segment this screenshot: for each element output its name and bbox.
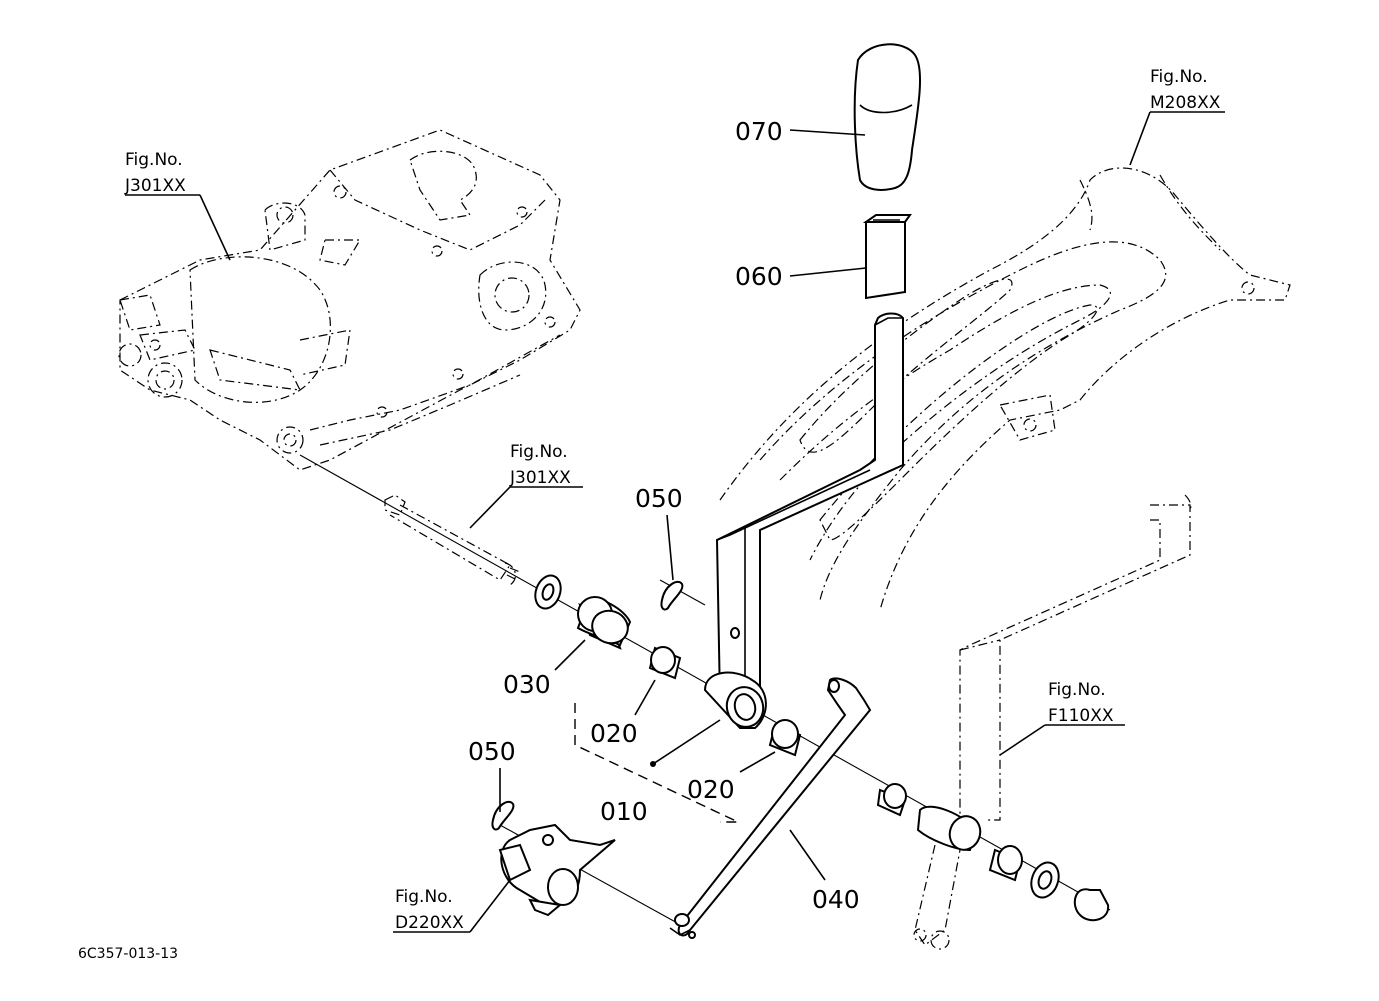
label-part-050-upper: 050	[635, 484, 683, 513]
fig-ref-2-code: J301XX	[509, 468, 571, 488]
frame-bracket	[959, 494, 1192, 821]
fender	[719, 167, 1291, 611]
label-part-040: 040	[812, 885, 860, 914]
part-040-rod	[669, 677, 872, 939]
washer	[534, 574, 562, 610]
assembly-axes	[299, 454, 1111, 931]
part-010-lever	[703, 312, 904, 729]
part-050-cotter-pin-a	[660, 580, 684, 611]
fig-ref-3-label: Fig.No.	[1150, 67, 1208, 87]
label-part-060: 060	[735, 262, 783, 291]
valve-housing	[118, 129, 581, 471]
lower-bracket	[498, 823, 616, 917]
part-labels: 070 060 050 050 030 020 020 010 040	[468, 117, 860, 914]
label-part-010: 010	[600, 797, 648, 826]
leader-lines	[125, 111, 1225, 933]
fig-ref-4-code: F110XX	[1048, 706, 1114, 726]
part-050-cotter-pin-b	[491, 800, 515, 831]
fig-ref-5-label: Fig.No.	[395, 887, 453, 907]
drawing-code: 6C357-013-13	[78, 946, 178, 962]
figure-references: Fig.No. J301XX Fig.No. J301XX Fig.No. M2…	[124, 67, 1221, 933]
label-part-050-lower: 050	[468, 737, 516, 766]
part-060-grip-sleeve	[862, 214, 912, 300]
label-part-020-lower: 020	[687, 775, 735, 804]
fig-ref-1-label: Fig.No.	[125, 150, 183, 170]
part-070-knob	[853, 43, 921, 191]
part-020-bushing-b	[768, 719, 802, 757]
label-part-070: 070	[735, 117, 783, 146]
fig-ref-1-code: J301XX	[124, 176, 186, 196]
part-030-bushing	[576, 596, 632, 650]
fig-ref-5-code: D220XX	[395, 913, 464, 933]
right-bushings	[876, 783, 1110, 922]
fig-ref-2-label: Fig.No.	[510, 442, 568, 462]
pedal-arm	[913, 844, 961, 950]
label-part-020-upper: 020	[590, 719, 638, 748]
fig-ref-4-label: Fig.No.	[1048, 680, 1106, 700]
fig-ref-3-code: M208XX	[1150, 93, 1221, 113]
label-part-030: 030	[503, 670, 551, 699]
shaft-pin	[384, 494, 521, 586]
part-020-bushing-a	[648, 646, 682, 680]
